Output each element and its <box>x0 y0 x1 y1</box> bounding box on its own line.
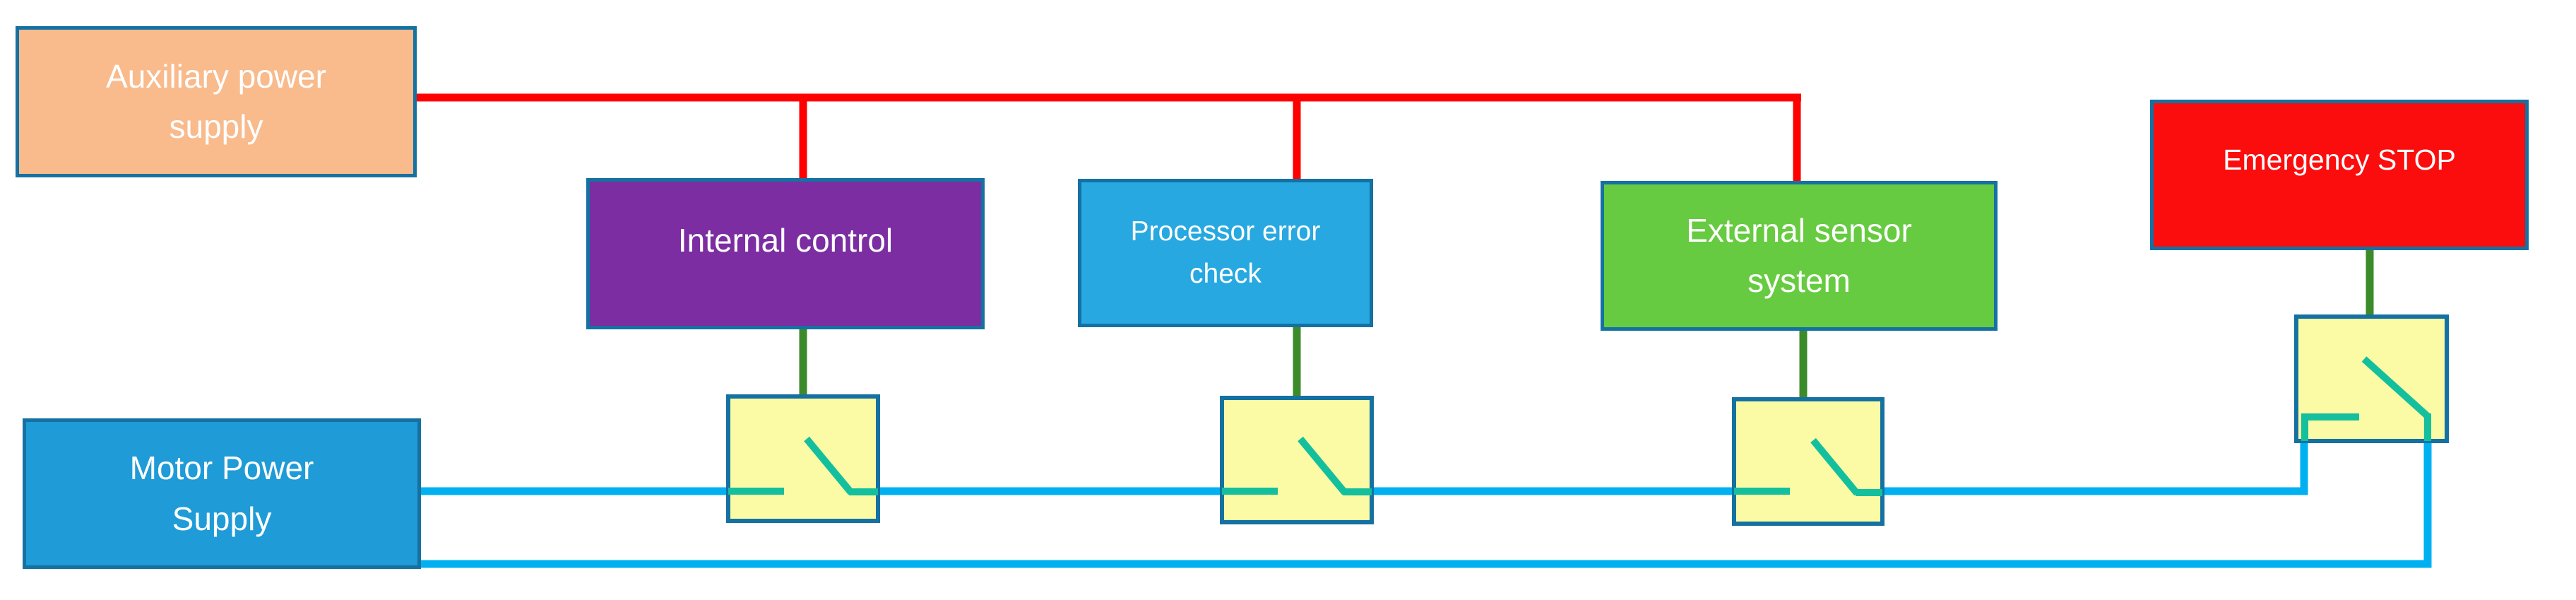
block-label: Internal control <box>677 222 894 259</box>
block-auxiliary-power-supply[interactable]: Auxiliary power supply <box>16 26 417 177</box>
switch-emergency-stop[interactable] <box>2294 314 2449 443</box>
switch-external-sensor-system[interactable] <box>1732 397 1884 526</box>
switch-internal-control[interactable] <box>726 394 880 523</box>
motor-return-wire <box>421 442 2432 568</box>
block-label: Auxiliary power supply <box>106 57 326 145</box>
block-processor-error-check[interactable]: Processor error check <box>1078 179 1373 327</box>
block-emergency-stop[interactable]: Emergency STOP <box>2150 100 2529 250</box>
block-label: Processor error check <box>1130 216 1321 289</box>
block-label: Emergency STOP <box>2223 143 2456 176</box>
block-internal-control[interactable]: Internal control <box>586 178 985 329</box>
block-motor-power-supply[interactable]: Motor Power Supply <box>23 418 421 569</box>
block-label: External sensor system <box>1686 211 1912 299</box>
switch-processor-error-check[interactable] <box>1220 396 1374 524</box>
motor-supply-wire <box>421 442 2308 495</box>
block-label: Motor Power Supply <box>129 449 314 537</box>
block-external-sensor-system[interactable]: External sensor system <box>1601 181 1998 331</box>
